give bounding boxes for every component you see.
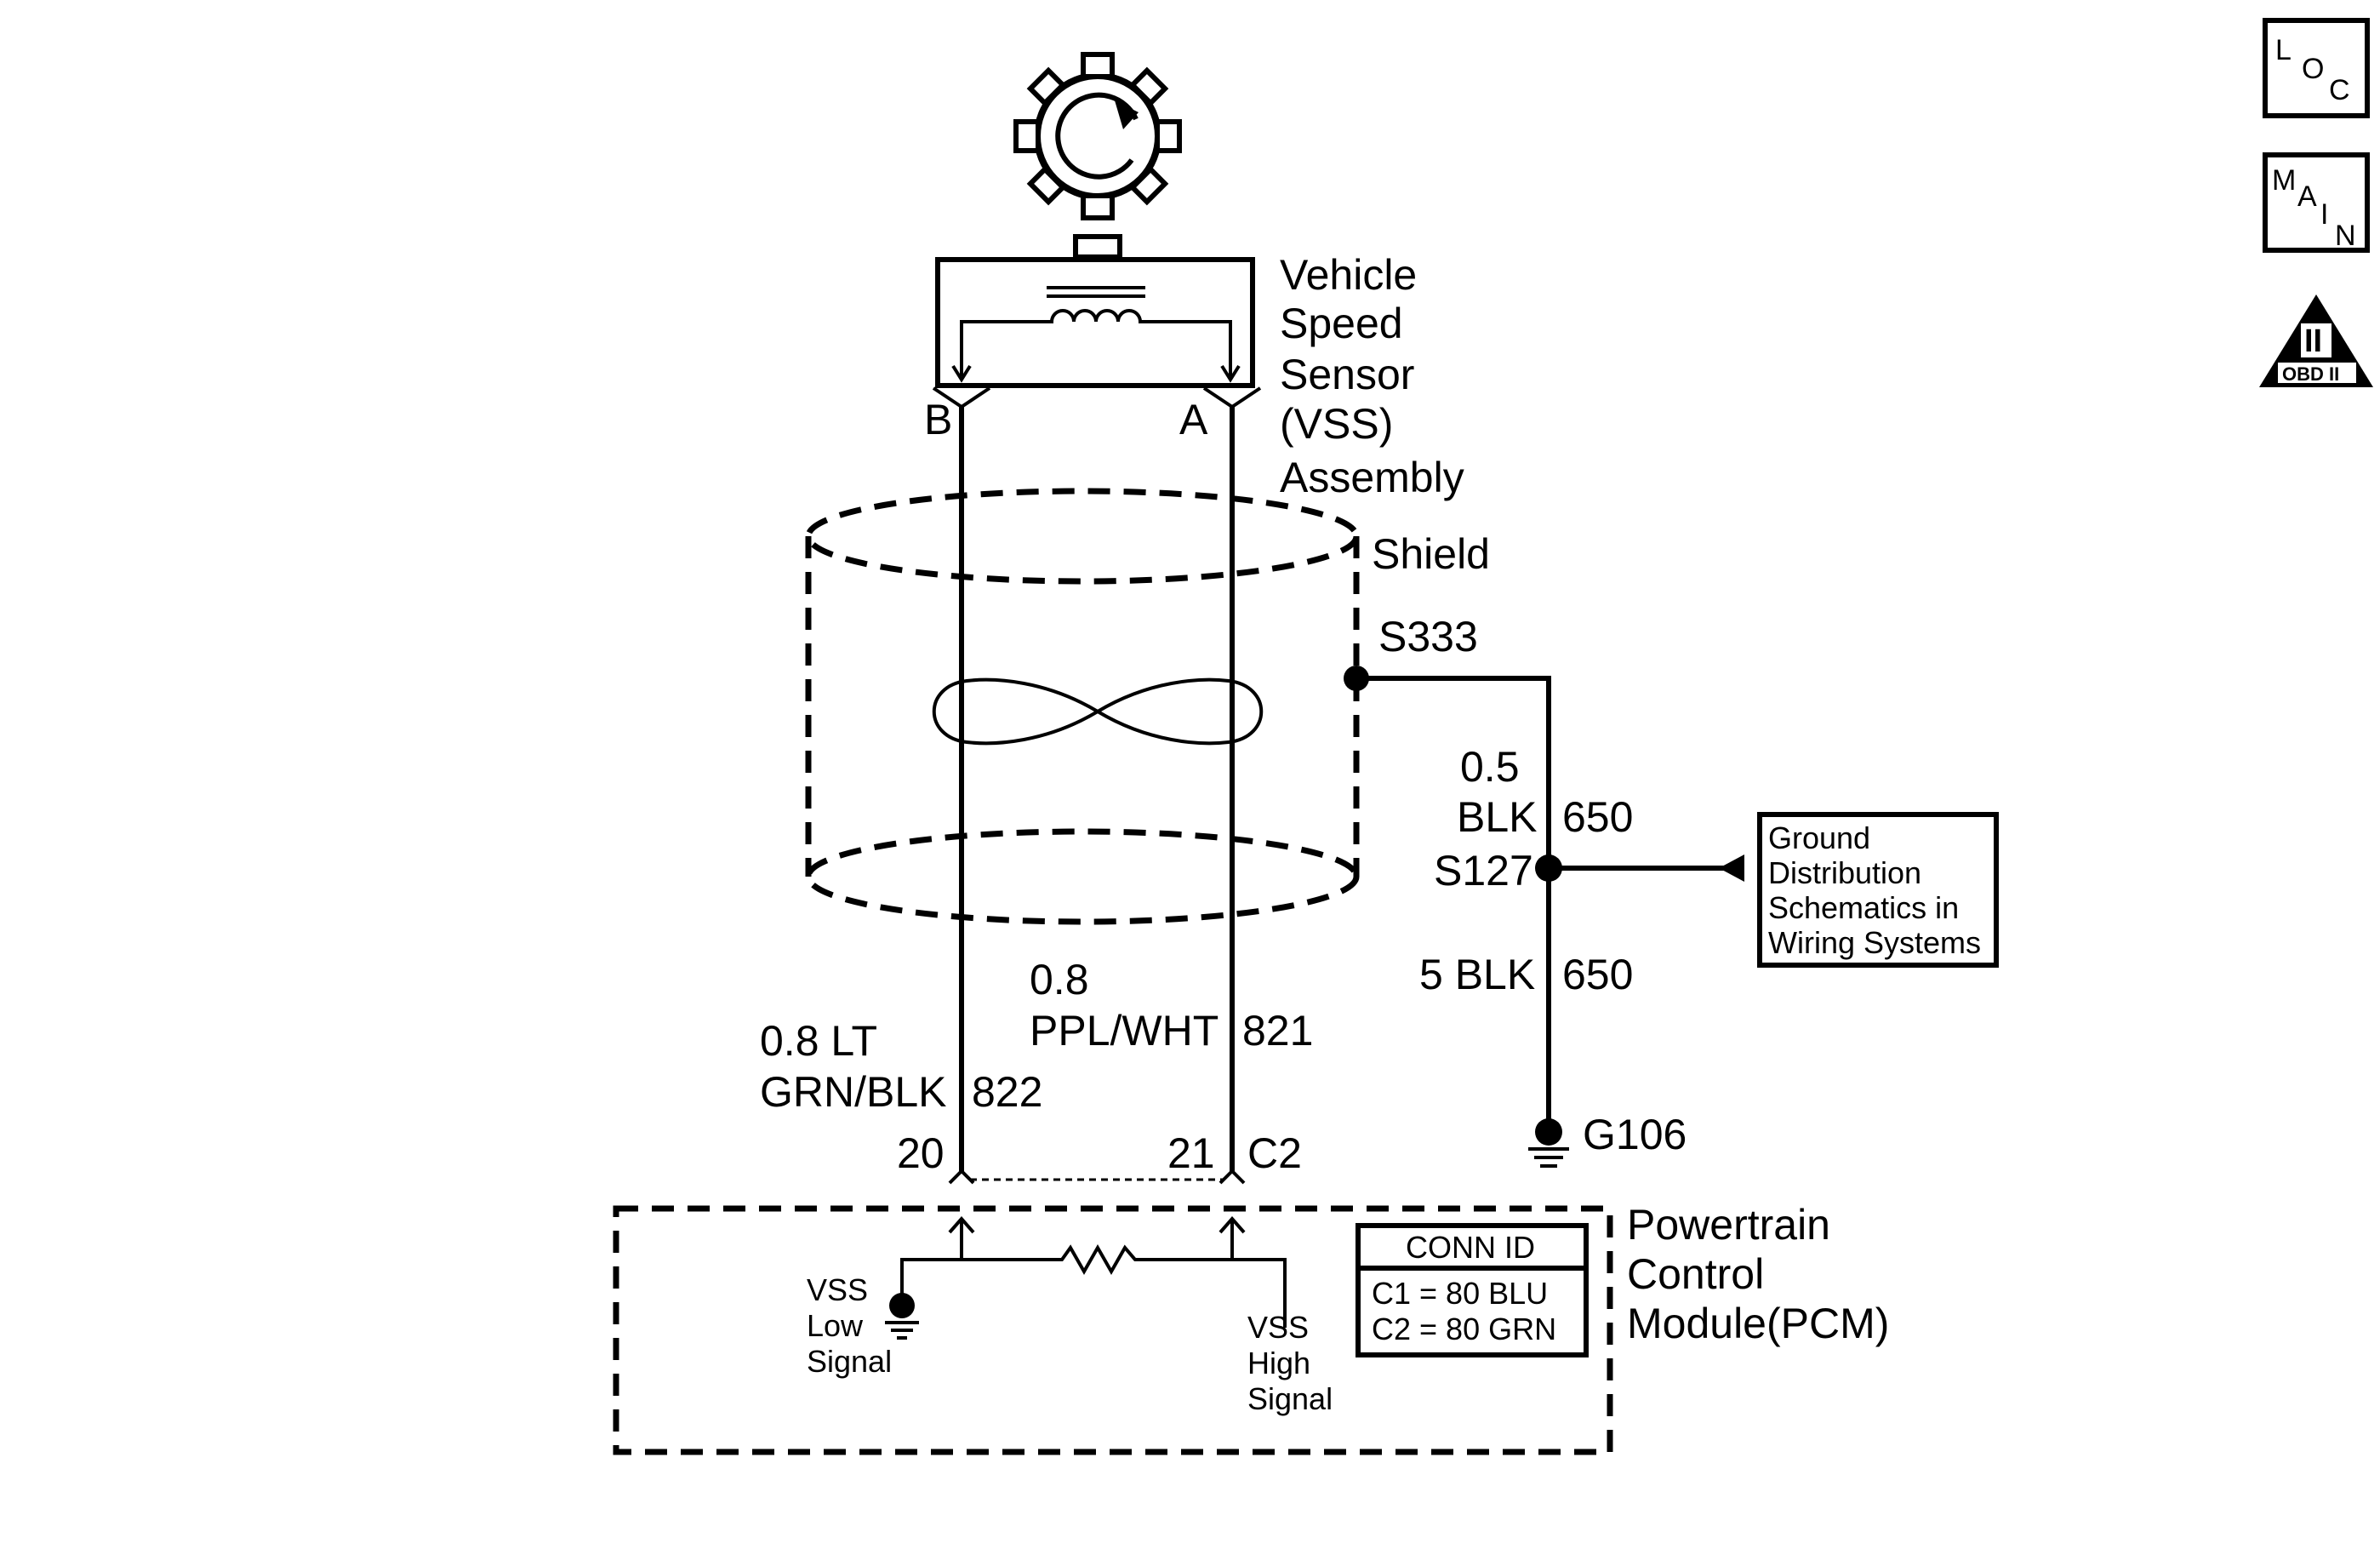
svg-text:I: I: [2320, 198, 2328, 231]
ground-g106-icon: [1528, 1118, 1569, 1168]
conn-id-table: CONN ID C1 = 80 BLU C2 = 80 GRN: [1356, 1223, 1589, 1357]
svg-text:CONN ID: CONN ID: [1406, 1230, 1535, 1265]
svg-text:VSS: VSS: [1247, 1310, 1309, 1345]
wire-822-gauge: 0.8 LT: [760, 1017, 877, 1065]
pcm-boundary: [613, 1205, 1613, 1455]
wire-821-gauge: 0.8: [1030, 956, 1089, 1003]
ground-distribution-ref-box[interactable]: Ground Distribution Schematics in Wiring…: [1757, 812, 1999, 968]
svg-text:Signal: Signal: [1247, 1381, 1333, 1416]
svg-text:(VSS): (VSS): [1280, 400, 1393, 448]
shield-label: Shield: [1372, 530, 1490, 578]
svg-text:OBD II: OBD II: [2282, 363, 2339, 385]
vss-low-signal-label: VSS Low Signal: [807, 1272, 892, 1379]
svg-text:Schematics in: Schematics in: [1768, 890, 1959, 925]
svg-text:Wiring Systems: Wiring Systems: [1768, 925, 1981, 960]
svg-text:N: N: [2335, 220, 2356, 252]
svg-text:VSS: VSS: [807, 1272, 868, 1307]
pcm-internal-circuit: [900, 1215, 1287, 1328]
svg-text:Signal: Signal: [807, 1344, 892, 1379]
svg-text:Low: Low: [807, 1308, 864, 1343]
wire-650-color: BLK: [1457, 793, 1538, 841]
wire-821-circuit: 821: [1242, 1007, 1313, 1054]
svg-text:Module(PCM): Module(PCM): [1627, 1300, 1889, 1347]
arrow-icon: [1719, 854, 1744, 882]
wire-650-gauge: 0.5: [1460, 743, 1520, 791]
main-button[interactable]: M A I N: [2263, 152, 2370, 253]
sensor-connector-terminals: [932, 386, 1262, 409]
wire-650-upper: [1356, 676, 1551, 868]
svg-text:Ground: Ground: [1768, 820, 1870, 855]
svg-text:Distribution: Distribution: [1768, 855, 1921, 890]
svg-text:II: II: [2304, 323, 2322, 359]
vss-high-signal-label: VSS High Signal: [1247, 1310, 1333, 1416]
svg-text:C2 = 80 GRN: C2 = 80 GRN: [1372, 1312, 1556, 1346]
svg-text:O: O: [2302, 53, 2324, 85]
vss-sensor-body: [935, 234, 1255, 388]
pin-b-label: B: [924, 396, 952, 443]
pcm-title: Powertrain Control Module(PCM): [1627, 1201, 1889, 1347]
svg-text:Control: Control: [1627, 1250, 1764, 1298]
svg-text:C: C: [2329, 74, 2350, 106]
wire-650-circuit: 650: [1562, 793, 1633, 841]
pcm-ground-icon: [885, 1293, 919, 1340]
connector-pin-21: 21: [1167, 1129, 1215, 1177]
wire-650-lower-gauge: 5 BLK: [1419, 951, 1535, 998]
vss-title: Vehicle Speed Sensor (VSS) Assembly: [1280, 251, 1464, 501]
wire-822-circuit: 822: [972, 1068, 1042, 1116]
svg-text:Powertrain: Powertrain: [1627, 1201, 1830, 1249]
svg-text:M: M: [2272, 164, 2296, 197]
reluctor-wheel-icon: [1013, 52, 1182, 220]
wire-650-lower-circuit: 650: [1562, 951, 1633, 998]
shield-symbol: [805, 488, 1360, 925]
svg-text:Speed: Speed: [1280, 300, 1403, 347]
loc-button[interactable]: L O C: [2263, 18, 2370, 118]
svg-text:Vehicle: Vehicle: [1280, 251, 1417, 299]
splice-s127-label: S127: [1434, 847, 1533, 894]
svg-text:C1 = 80 BLU: C1 = 80 BLU: [1372, 1276, 1548, 1311]
wire-821-color: PPL/WHT: [1030, 1007, 1219, 1054]
connector-c2-label: C2: [1247, 1129, 1302, 1177]
connector-pin-20: 20: [897, 1129, 945, 1177]
svg-text:Sensor: Sensor: [1280, 351, 1414, 398]
ground-g106-label: G106: [1583, 1111, 1687, 1158]
twisted-pair-symbol: [932, 677, 1264, 746]
svg-text:High: High: [1247, 1346, 1310, 1380]
pcm-connector-terminals: [948, 1169, 1246, 1185]
obd-ii-badge[interactable]: II OBD II: [2259, 294, 2373, 387]
svg-text:A: A: [2297, 180, 2317, 213]
svg-text:L: L: [2275, 34, 2292, 66]
svg-text:Assembly: Assembly: [1280, 454, 1464, 501]
splice-s333-label: S333: [1378, 613, 1478, 660]
wire-822-color: GRN/BLK: [760, 1068, 947, 1116]
pin-a-label: A: [1179, 396, 1208, 443]
